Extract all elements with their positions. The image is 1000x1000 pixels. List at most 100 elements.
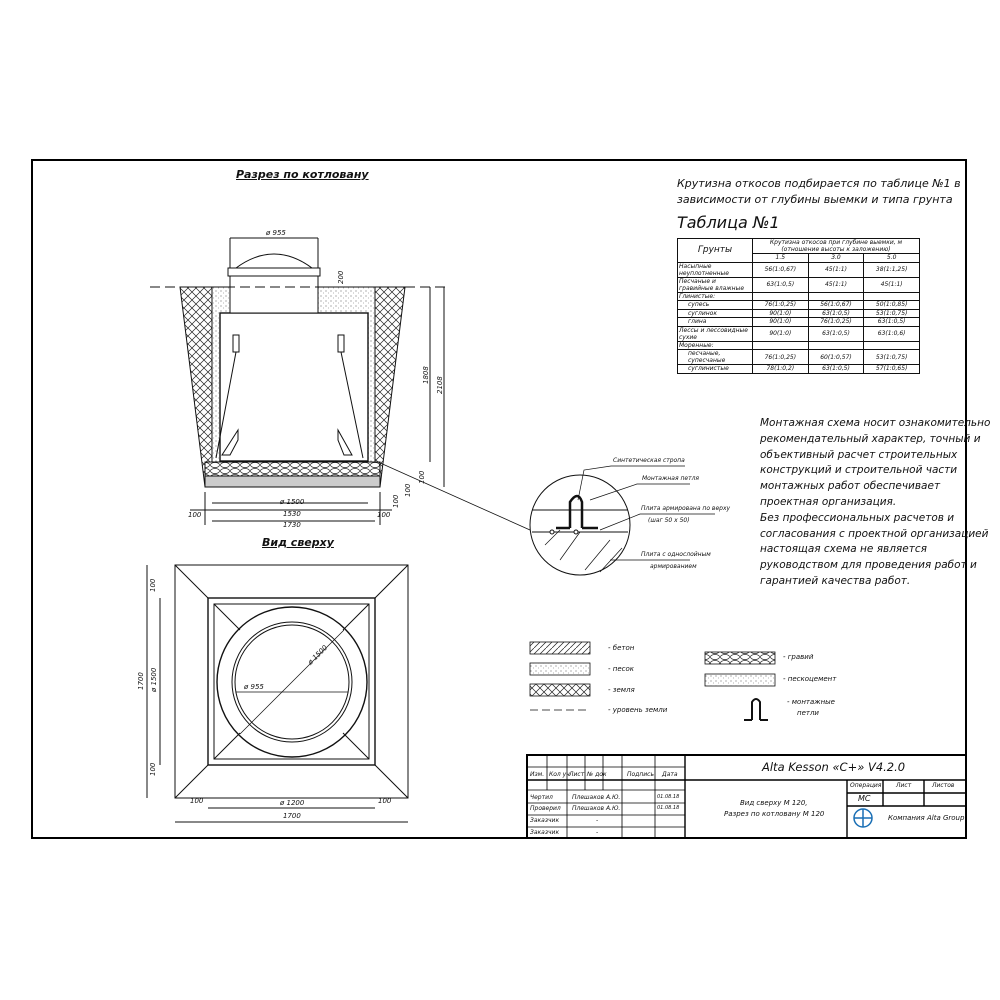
dim-label: 1530 bbox=[283, 510, 301, 518]
dim-label: 100 bbox=[378, 797, 392, 805]
slope-value bbox=[863, 340, 920, 350]
slope-value: 76(1:0,25) bbox=[752, 300, 809, 310]
slope-table: Грунты Крутизна откосов при глубине выем… bbox=[677, 238, 920, 374]
dim-label: 100 bbox=[404, 483, 412, 497]
tb-header: № док bbox=[587, 771, 607, 778]
slope-value: 53(1:0,75) bbox=[863, 349, 920, 365]
slope-value bbox=[807, 291, 865, 301]
tb-sheets-label: Листов bbox=[932, 782, 955, 789]
slope-value: 57(1:0,65) bbox=[863, 364, 920, 374]
slope-value: 45(1:1) bbox=[807, 276, 865, 293]
slope-value: 78(1:0,2) bbox=[752, 364, 809, 374]
dim-label: 1700 bbox=[137, 672, 145, 690]
detail-label: армированием bbox=[650, 563, 697, 570]
title-block-lines bbox=[526, 754, 967, 839]
sheet-frame bbox=[31, 159, 967, 839]
tb-header: Подпись bbox=[627, 771, 654, 778]
slope-value: 63(1:0,6) bbox=[863, 325, 920, 342]
slope-value bbox=[807, 340, 865, 350]
tb-sheet-label: Лист bbox=[896, 782, 912, 789]
detail-label: Синтетическая стропа bbox=[613, 457, 685, 464]
slope-value: 90(1:0) bbox=[752, 317, 809, 327]
slope-value: 45(1:1) bbox=[863, 276, 920, 293]
slope-value bbox=[752, 291, 809, 301]
slope-value: 63(1:0,5) bbox=[863, 317, 920, 327]
top-view bbox=[146, 564, 409, 823]
dim-label: 100 bbox=[188, 511, 202, 519]
tb-operation-label: Операция bbox=[850, 782, 882, 789]
note-line: настоящая схема не является bbox=[760, 543, 927, 556]
tb-header: Лист bbox=[569, 771, 585, 778]
dim-label: ø 1200 bbox=[280, 799, 305, 807]
dim-label: 200 bbox=[337, 270, 345, 284]
note-line: монтажных работ обеспечивает bbox=[760, 480, 941, 493]
top-view-title: Вид сверху bbox=[262, 536, 334, 549]
soil-name: глина bbox=[677, 317, 753, 327]
dim-label: ø 1500 bbox=[280, 498, 305, 506]
depth: 1.5 bbox=[752, 253, 809, 263]
col-group: Крутизна откосов при глубине выемки, м (… bbox=[752, 238, 920, 254]
table-row: Глинистые: bbox=[677, 291, 920, 301]
soil-name: Моренные: bbox=[677, 340, 753, 350]
tb-checked-name: Плешаков А.Ю. bbox=[572, 805, 621, 812]
section-view bbox=[150, 237, 531, 531]
detail-label: Плита армирована по верху bbox=[641, 505, 731, 512]
slope-value: 63(1:0,5) bbox=[807, 364, 865, 374]
section-title: Разрез по котловану bbox=[236, 168, 369, 181]
tb-customer-label: Заказчик bbox=[530, 817, 560, 824]
slope-value: 63(1:0,5) bbox=[752, 276, 809, 293]
tb-description-2: Разрез по котловану М 120 bbox=[724, 810, 825, 818]
slope-value: 56(1:0,67) bbox=[752, 261, 809, 278]
slope-value: 53(1:0,75) bbox=[863, 308, 920, 318]
tb-drawn-name: Плешаков А.Ю. bbox=[572, 794, 621, 801]
tb-customer-value: - bbox=[596, 829, 599, 836]
slope-value: 63(1:0,5) bbox=[807, 325, 865, 342]
note-line: рекомендательный характер, точный и bbox=[760, 432, 981, 445]
slope-value: 45(1:1) bbox=[807, 261, 865, 278]
detail-label: Плита с однослойным bbox=[641, 551, 711, 558]
depth: 3.0 bbox=[807, 253, 865, 263]
legend-label: - пескоцемент bbox=[783, 675, 837, 683]
soil-name: Лессы и лессовидные сухие bbox=[677, 325, 753, 342]
note-line: объективный расчет строительных bbox=[760, 448, 958, 461]
company-name: Компания Alta Group bbox=[888, 814, 965, 822]
legend-label: - уровень земли bbox=[608, 706, 668, 714]
dim-label: 1700 bbox=[283, 812, 301, 820]
tb-drawn-date: 01.08.18 bbox=[657, 794, 680, 800]
note-line: Без профессиональных расчетов и bbox=[760, 511, 955, 524]
soil-name: Насыпные неуплотненные bbox=[677, 261, 753, 278]
dim-label: ø 1500 bbox=[150, 667, 158, 692]
slope-value: 50(1:0,85) bbox=[863, 300, 920, 310]
detail-label: Монтажная петля bbox=[642, 475, 700, 482]
slope-value: 56(1:0,67) bbox=[807, 300, 865, 310]
slope-value: 90(1:0) bbox=[752, 325, 809, 342]
tb-drawn-label: Чертил bbox=[530, 794, 553, 801]
depth: 5.0 bbox=[863, 253, 920, 263]
tb-operation-value: МС bbox=[858, 794, 871, 803]
dim-label: 100 bbox=[377, 511, 391, 519]
dim-label: 100 bbox=[149, 578, 157, 592]
legend-label: - бетон bbox=[608, 644, 635, 652]
tb-checked-date: 01.08.18 bbox=[657, 805, 680, 811]
legend-label: - монтажные bbox=[787, 698, 835, 706]
dim-label: 2108 bbox=[436, 376, 444, 394]
dim-label: 100 bbox=[190, 797, 204, 805]
tb-checked-label: Проверил bbox=[530, 805, 561, 812]
note-line: руководством для проведения работ и bbox=[760, 559, 977, 572]
tb-customer-value: - bbox=[596, 817, 599, 824]
legend-swatches bbox=[529, 641, 776, 721]
soil-name: суглинок bbox=[677, 308, 753, 318]
soil-name: супесь bbox=[677, 300, 753, 310]
tb-description-1: Вид сверху М 120, bbox=[740, 799, 808, 807]
dim-label: ø 955 bbox=[266, 229, 286, 237]
legend-label: - гравий bbox=[783, 653, 814, 661]
col-soil: Грунты bbox=[677, 238, 753, 263]
legend-label: петли bbox=[797, 709, 819, 717]
slope-value bbox=[863, 291, 920, 301]
